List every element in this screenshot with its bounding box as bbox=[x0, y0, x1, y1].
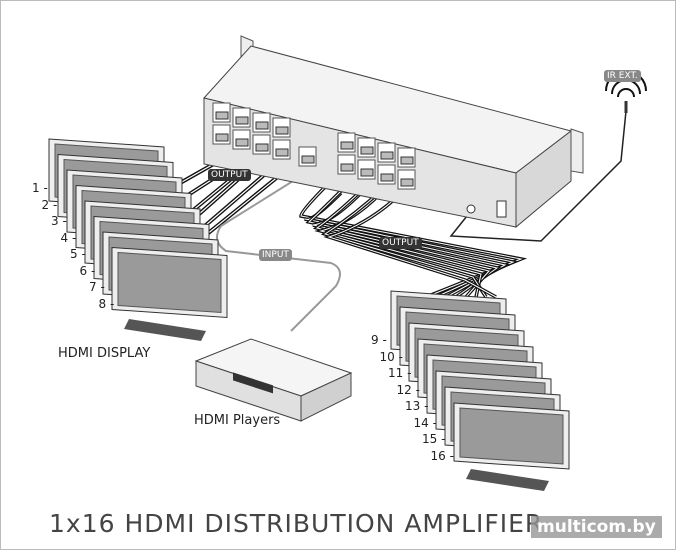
hdmi-plug bbox=[275, 126, 289, 135]
hdmi-plug bbox=[400, 156, 414, 165]
hdmi-plug bbox=[360, 146, 374, 155]
monitor-number-9: 9 - bbox=[371, 333, 387, 347]
output-cable-left-core bbox=[198, 168, 272, 232]
monitor-number-14: 14 - bbox=[413, 415, 437, 430]
monitor-number-10: 10 - bbox=[379, 349, 403, 364]
monitor-number-16: 16 - bbox=[430, 448, 454, 463]
monitor-number-12: 12 - bbox=[396, 382, 420, 397]
hdmi-plug bbox=[340, 163, 354, 172]
output-left-tag: OUTPUT bbox=[208, 169, 251, 181]
monitor-number-4: 4 - bbox=[60, 230, 77, 245]
monitor-number-11: 11 - bbox=[388, 366, 412, 380]
hdmi-plug bbox=[400, 178, 414, 187]
ir-wave-icon bbox=[611, 79, 641, 95]
monitor-screen bbox=[459, 407, 564, 465]
hdmi-plug bbox=[380, 151, 394, 160]
monitor-number-7: 7 - bbox=[89, 280, 105, 294]
monitor-number-5: 5 - bbox=[70, 247, 86, 261]
hdmi-plug bbox=[301, 155, 315, 164]
monitor-number-6: 6 - bbox=[79, 263, 96, 278]
hdmi-plug bbox=[275, 148, 289, 157]
input-tag: INPUT bbox=[259, 249, 292, 261]
monitor-number-1: 1 - bbox=[32, 181, 48, 195]
hdmi-players-label: HDMI Players bbox=[194, 413, 281, 428]
ir-ext-tag: IR EXT. bbox=[604, 70, 641, 82]
hdmi-plug bbox=[360, 168, 374, 177]
power-port bbox=[496, 200, 507, 218]
monitor-stand bbox=[124, 319, 206, 341]
hdmi-plug bbox=[340, 141, 354, 150]
diagram-title: 1x16 HDMI DISTRIBUTION AMPLIFIER bbox=[49, 509, 544, 538]
hdmi-plug bbox=[255, 143, 269, 152]
monitor-stand bbox=[466, 469, 549, 491]
hdmi-plug bbox=[380, 173, 394, 182]
monitor-number-3: 3 - bbox=[51, 214, 67, 228]
hdmi-plug bbox=[215, 133, 229, 142]
output-right-tag: OUTPUT bbox=[379, 237, 422, 249]
monitor-number-13: 13 - bbox=[405, 399, 429, 413]
disc-tray bbox=[233, 372, 273, 394]
hdmi-plug bbox=[255, 121, 269, 130]
monitor-number-8: 8 - bbox=[98, 296, 115, 311]
hdmi-plug bbox=[235, 116, 249, 125]
hdmi-plug bbox=[215, 111, 229, 120]
hdmi-plug bbox=[235, 138, 249, 147]
player-side bbox=[300, 372, 352, 422]
monitor-number-15: 15 - bbox=[422, 432, 446, 446]
ir-wave-icon bbox=[617, 88, 635, 98]
watermark: multicom.by bbox=[531, 516, 662, 538]
rack-ear-right bbox=[570, 128, 584, 174]
ir-cable bbox=[449, 110, 627, 242]
monitor-screen bbox=[117, 251, 222, 314]
ir-port bbox=[466, 204, 476, 214]
hdmi-display-label: HDMI DISPLAY bbox=[58, 346, 151, 361]
device-side bbox=[515, 129, 572, 229]
output-cable-left-core bbox=[200, 170, 286, 240]
monitor-number-2: 2 - bbox=[41, 197, 58, 212]
